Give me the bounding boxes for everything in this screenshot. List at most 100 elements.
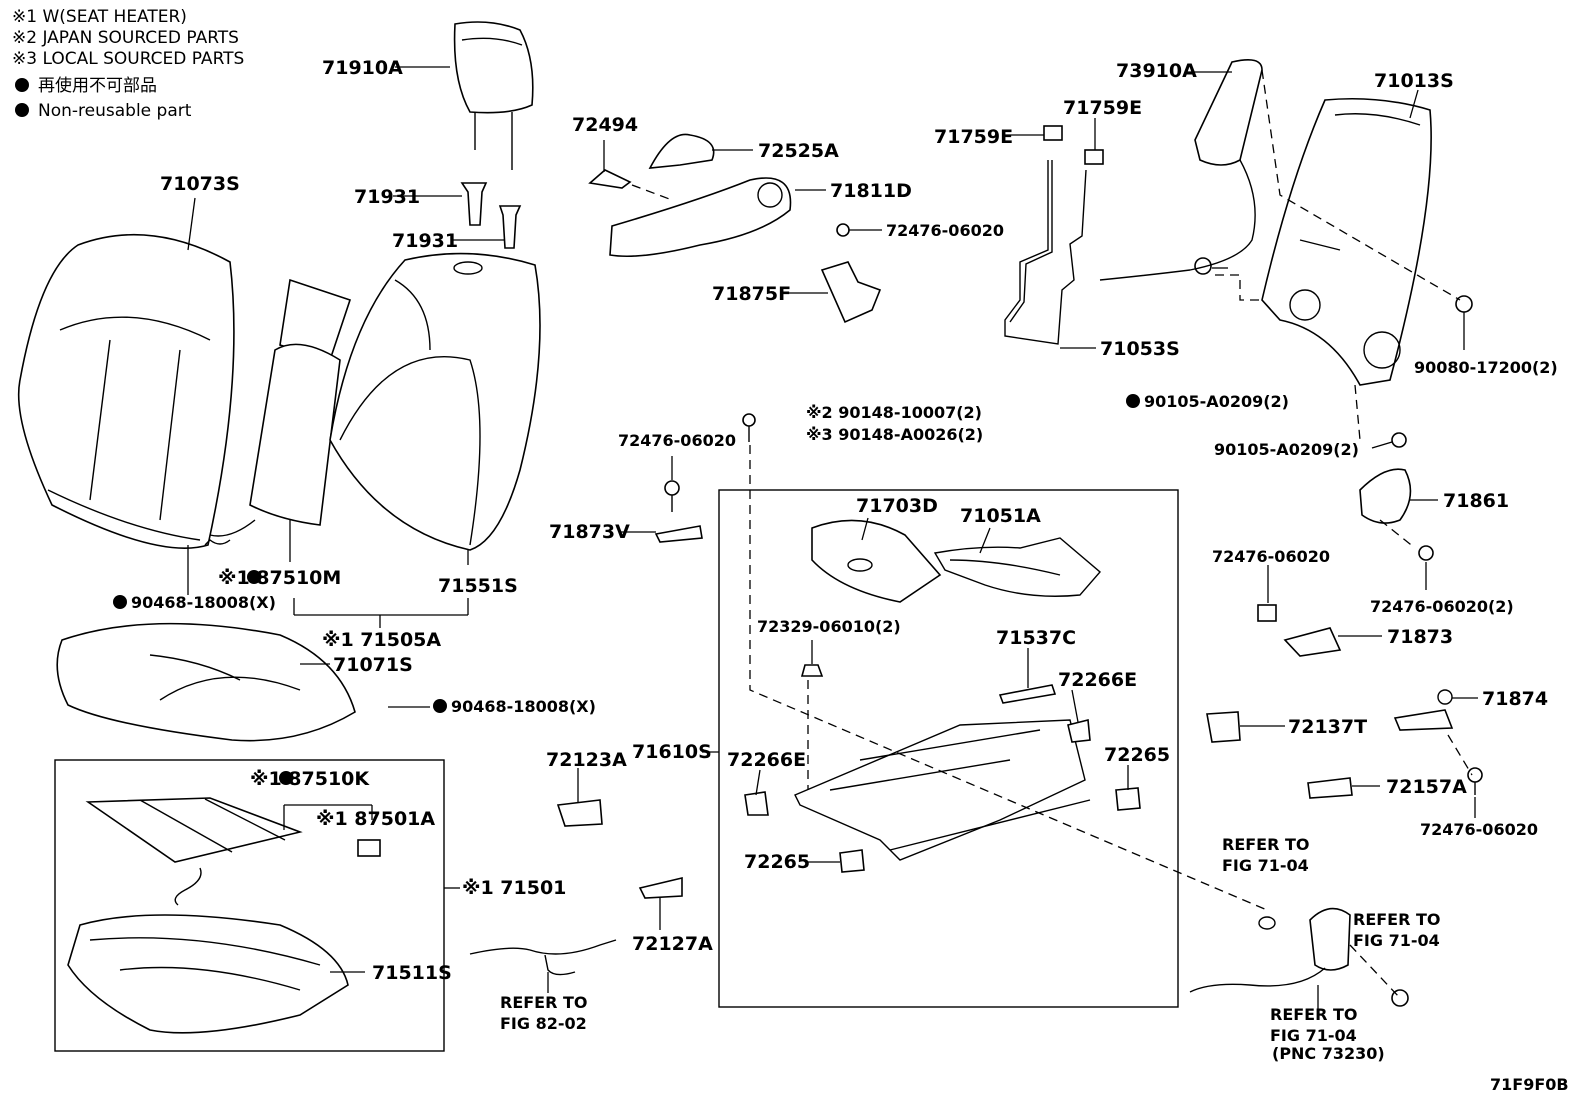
label-72476-e: 72476-06020 xyxy=(1420,820,1538,839)
label-71071S: 71071S xyxy=(333,654,413,676)
cover-71861-drawing xyxy=(1359,468,1412,524)
label-72476-b: 72476-06020 xyxy=(618,431,736,450)
refer-c-line1: REFER TO xyxy=(500,993,588,1012)
refer-d-line2: FIG 71-04 xyxy=(1270,1026,1357,1045)
label-71875F: 71875F xyxy=(712,283,791,305)
pipe-71537C-drawing xyxy=(998,684,1057,704)
seatback-cover-drawing xyxy=(17,233,235,549)
label-87510M: ※1 87510M xyxy=(218,567,341,589)
figure-code: 71F9F0B xyxy=(1490,1075,1569,1094)
label-90468-b: 90468-18008(X) xyxy=(451,697,596,716)
seat-cushion-pad-drawing xyxy=(67,914,349,1034)
label-72266E-b: 72266E xyxy=(727,749,806,771)
seatbelt-buckle-drawing xyxy=(1189,907,1351,993)
seat-track-drawing xyxy=(794,719,1091,861)
label-71931-a: 71931 xyxy=(354,186,420,208)
bracket-71875F-drawing xyxy=(820,261,882,324)
label-73910A: 73910A xyxy=(1116,60,1197,82)
label-71551S: 71551S xyxy=(438,575,518,597)
label-71873V: 71873V xyxy=(549,521,630,543)
nonreusable-dot-icon xyxy=(279,771,293,785)
label-90105-b: 90105-A0209(2) xyxy=(1214,440,1359,459)
clip-87501A-drawing xyxy=(357,839,381,857)
wire-harness-drawing xyxy=(469,939,617,976)
cushion-group-box xyxy=(54,759,445,1052)
label-71013S: 71013S xyxy=(1374,70,1454,92)
seatback-frame-drawing xyxy=(1261,97,1432,386)
label-71931-b: 71931 xyxy=(392,230,458,252)
covers-72266E-72265-drawing xyxy=(744,718,1141,873)
adjuster-cover-drawing xyxy=(588,133,715,189)
label-72525A: 72525A xyxy=(758,140,839,162)
label-90148-b: ※3 90148-A0026(2) xyxy=(806,425,983,444)
label-72127A: 72127A xyxy=(632,933,713,955)
clip-72329-drawing xyxy=(800,664,824,677)
label-71759E-a: 71759E xyxy=(934,126,1013,148)
headrest-guide-drawing xyxy=(460,182,522,249)
bracket-71874-drawing xyxy=(1393,689,1454,731)
label-90468-a: 90468-18008(X) xyxy=(131,593,276,612)
label-72137T: 72137T xyxy=(1288,716,1367,738)
label-71053S: 71053S xyxy=(1100,338,1180,360)
refer-b-line1: REFER TO xyxy=(1353,910,1441,929)
cover-72157A-drawing xyxy=(1307,777,1353,799)
spring-71051A-drawing xyxy=(933,537,1101,597)
bracket-71873-drawing xyxy=(1257,604,1342,657)
legend-note-3: ※3 LOCAL SOURCED PARTS xyxy=(12,49,244,69)
screw-drawing xyxy=(664,223,1483,1007)
legend-note-1: ※1 W(SEAT HEATER) xyxy=(12,7,187,27)
label-71501: ※1 71501 xyxy=(462,877,566,899)
label-71759E-b: 71759E xyxy=(1063,97,1142,119)
legend-nonreuse-jp: 再使用不可部品 xyxy=(38,75,157,96)
label-71873: 71873 xyxy=(1387,626,1453,648)
side-shield-drawing xyxy=(609,177,792,257)
legend: ※1 W(SEAT HEATER) ※2 JAPAN SOURCED PARTS… xyxy=(12,7,244,121)
label-72266E-a: 72266E xyxy=(1058,669,1137,691)
wire-frame-drawing xyxy=(1004,160,1087,345)
label-72476-d: 72476-06020(2) xyxy=(1370,597,1514,616)
label-71511S: 71511S xyxy=(372,962,452,984)
label-71537C: 71537C xyxy=(996,627,1076,649)
label-72494: 72494 xyxy=(572,114,638,136)
label-71811D: 71811D xyxy=(830,180,912,202)
refer-c-line2: FIG 82-02 xyxy=(500,1014,587,1033)
seat-track-group-box xyxy=(718,489,1179,1008)
cover-72127A-drawing xyxy=(638,876,683,899)
label-71051A: 71051A xyxy=(960,505,1041,527)
seat-cushion-frame-drawing xyxy=(811,519,942,603)
label-71874: 71874 xyxy=(1482,688,1548,710)
refer-d-line1: REFER TO xyxy=(1270,1005,1358,1024)
cushion-cover-drawing xyxy=(56,622,356,742)
headrest-drawing xyxy=(453,21,534,170)
label-71610S: 71610S xyxy=(632,741,712,763)
cover-72137T-drawing xyxy=(1206,711,1241,743)
seatback-pad-drawing xyxy=(329,252,541,551)
cover-72123A-drawing xyxy=(556,799,603,827)
refer-b-line2: FIG 71-04 xyxy=(1353,931,1440,950)
label-87510K: ※1 87510K xyxy=(250,768,370,790)
part-labels: 71910A 73910A 71013S 71759E 71759E 72494… xyxy=(113,57,1569,1094)
refer-d-line3: (PNC 73230) xyxy=(1272,1044,1385,1063)
label-71861: 71861 xyxy=(1443,490,1509,512)
leader-lines xyxy=(187,66,1478,1010)
nonreusable-dot-icon xyxy=(113,595,127,609)
label-71505A: ※1 71505A xyxy=(322,629,441,651)
assembly-lines xyxy=(631,69,1473,999)
label-90148-a: ※2 90148-10007(2) xyxy=(806,403,982,422)
bracket-71873V-drawing xyxy=(654,525,703,543)
label-72123A: 72123A xyxy=(546,749,627,771)
label-90080: 90080-17200(2) xyxy=(1414,358,1558,377)
label-71910A: 71910A xyxy=(322,57,403,79)
label-90105-a: 90105-A0209(2) xyxy=(1144,392,1289,411)
label-72265-b: 72265 xyxy=(744,851,810,873)
side-airbag-drawing xyxy=(1099,59,1263,281)
label-87501A: ※1 87501A xyxy=(316,808,435,830)
nonreusable-dot-icon xyxy=(15,78,29,92)
nonreusable-dot-icon xyxy=(1126,394,1140,408)
nonreusable-dot-icon xyxy=(15,103,29,117)
label-71073S: 71073S xyxy=(160,173,240,195)
heater-pad-back-drawing xyxy=(209,278,352,537)
clip-71759E-drawing xyxy=(1043,125,1104,165)
